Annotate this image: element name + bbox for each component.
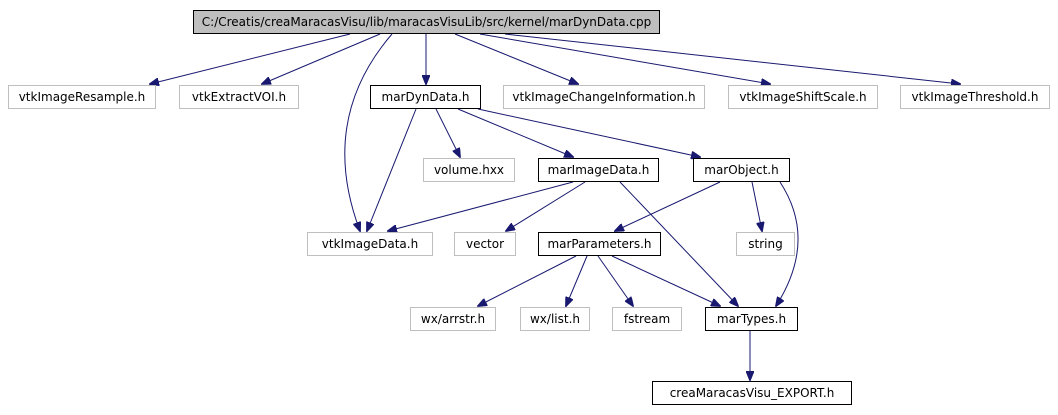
edge-marImageData-to-marTypes [619, 181, 738, 306]
node-marDynData[interactable]: marDynData.h [370, 85, 481, 109]
node-fstream: fstream [612, 307, 682, 331]
node-vtkImageData: vtkImageData.h [307, 232, 433, 256]
node-string: string [736, 232, 795, 256]
node-marObject[interactable]: marObject.h [693, 158, 790, 182]
node-root: C:/Creatis/creaMaracasVisu/lib/maracasVi… [193, 10, 660, 34]
edge-marParameters-to-wxarrstr [478, 255, 577, 306]
node-vtkImageShiftScale: vtkImageShiftScale.h [728, 85, 878, 109]
edge-marObject-to-string [751, 181, 762, 231]
edge-marImageData-to-vector [506, 181, 586, 231]
edge-root-to-vtkImageShiftScale [479, 33, 770, 84]
node-vtkImageResample: vtkImageResample.h [8, 85, 156, 109]
node-vtkExtractVOI: vtkExtractVOI.h [179, 85, 299, 109]
edge-root-to-vtkImageChangeInformation [454, 33, 578, 84]
edge-root-to-vtkImageData [344, 33, 393, 231]
edge-marDynData-to-marObject [477, 108, 700, 157]
node-marImageData[interactable]: marImageData.h [538, 158, 659, 182]
node-vtkImageChangeInformation: vtkImageChangeInformation.h [503, 85, 705, 109]
node-wxarrstr: wx/arrstr.h [410, 307, 496, 331]
edge-marParameters-to-fstream [597, 255, 633, 306]
edge-marObject-to-marTypes [776, 181, 799, 306]
edge-marObject-to-marParameters [615, 181, 721, 231]
node-export[interactable]: creaMaracasVisu_EXPORT.h [652, 381, 852, 405]
node-marTypes[interactable]: marTypes.h [705, 307, 798, 331]
node-vector: vector [454, 232, 516, 256]
node-wxlist: wx/list.h [520, 307, 590, 331]
edge-root-to-vtkImageResample [150, 33, 351, 84]
node-volume: volume.hxx [423, 158, 515, 182]
edge-marParameters-to-wxlist [566, 255, 588, 306]
node-vtkImageThreshold: vtkImageThreshold.h [900, 85, 1050, 109]
edge-marDynData-to-volume [435, 108, 460, 157]
node-marParameters[interactable]: marParameters.h [538, 232, 661, 256]
edge-marDynData-to-vtkImageData [367, 108, 417, 231]
edge-marDynData-to-marImageData [457, 108, 573, 157]
edge-marImageData-to-vtkImageData [388, 181, 574, 231]
edge-root-to-vtkExtractVOI [262, 33, 381, 84]
edge-marParameters-to-marTypes [611, 255, 720, 306]
edge-root-to-vtkImageThreshold [504, 33, 960, 84]
